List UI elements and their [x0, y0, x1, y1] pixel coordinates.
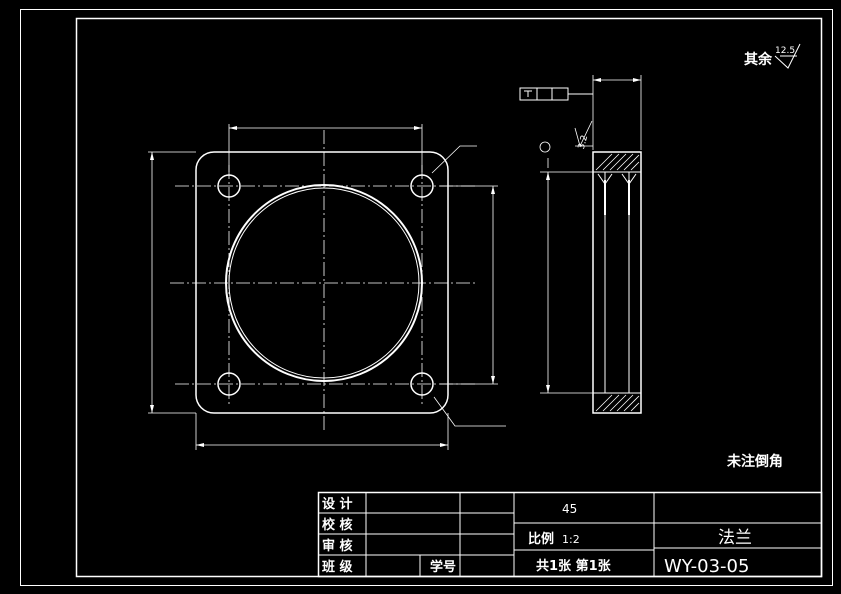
title-block	[317, 491, 823, 578]
roughness-note: 其余	[744, 51, 773, 68]
front-view	[148, 124, 506, 450]
designer-label: 设 计	[322, 496, 353, 512]
section-hatch-bottom	[595, 394, 640, 412]
drawing-number: WY-03-05	[664, 556, 749, 577]
class-label: 班 级	[322, 559, 354, 575]
plate-outline	[195, 151, 449, 414]
chamfer-note: 未注倒角	[727, 453, 783, 470]
student-id-label: 学号	[430, 559, 456, 575]
geometric-tolerance-frame	[519, 87, 593, 101]
center-lines	[170, 130, 475, 430]
section-hatch-top	[595, 153, 640, 171]
arrowheads	[150, 126, 495, 447]
scale-label: 比例	[528, 531, 554, 547]
side-dimensions	[539, 75, 642, 394]
roughness-value: 12.5	[775, 46, 795, 56]
scale-value: 1:2	[562, 533, 580, 546]
sheet-info: 共1张 第1张	[536, 558, 612, 574]
sheet-border	[20, 9, 833, 586]
reviewer-label: 审 核	[322, 538, 353, 554]
dimensions	[148, 124, 506, 450]
material: 45	[562, 502, 577, 516]
side-view: 3.2	[519, 75, 642, 414]
checker-label: 校 核	[322, 517, 353, 533]
part-name: 法兰	[718, 528, 752, 548]
side-outline	[592, 151, 642, 414]
surface-finish-value: 3.2	[577, 134, 590, 150]
